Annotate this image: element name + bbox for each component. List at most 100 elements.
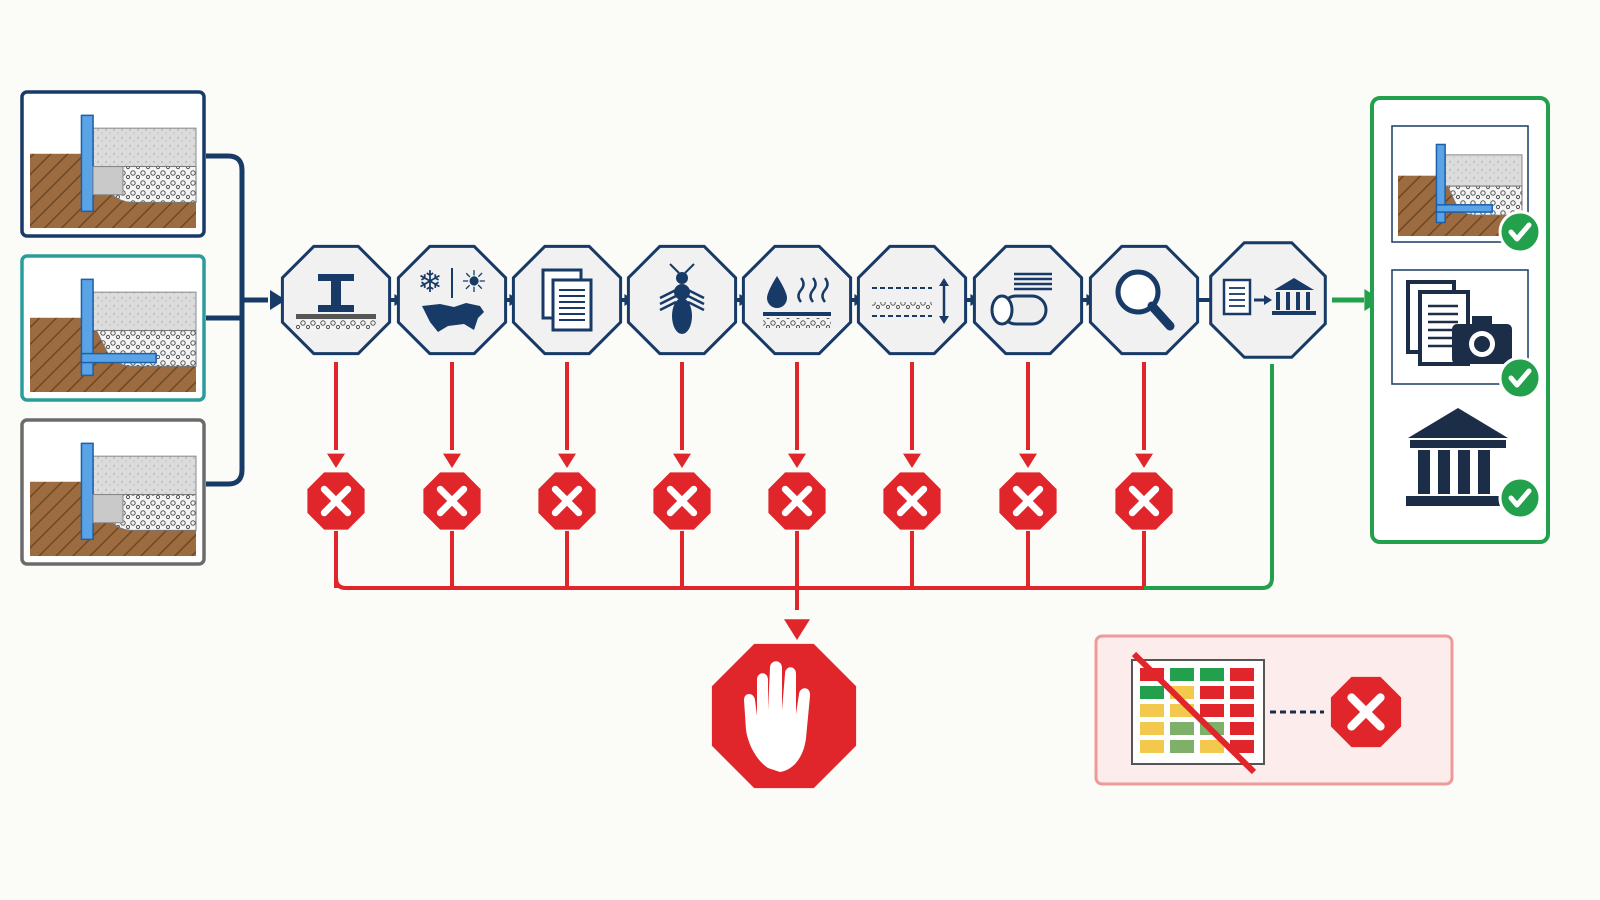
reject-x-icon xyxy=(883,472,941,530)
matrix-cell xyxy=(1200,704,1224,717)
leg xyxy=(659,300,677,312)
map-shape xyxy=(422,303,484,332)
slab xyxy=(92,127,197,168)
dim-arrow xyxy=(939,316,949,324)
abdomen xyxy=(672,298,692,334)
leg xyxy=(687,294,705,306)
building-column xyxy=(1418,450,1430,494)
approval-panel xyxy=(1370,96,1550,544)
rejected-matrix-panel xyxy=(1094,634,1454,786)
approval-bypass-line xyxy=(1144,364,1274,590)
footing xyxy=(92,494,124,524)
leg xyxy=(659,294,677,306)
x-stroke xyxy=(1012,485,1044,517)
reject-drop-arrow xyxy=(903,453,921,468)
column xyxy=(1276,292,1280,310)
checkpoint-octagon xyxy=(856,244,968,356)
authority-building-icon xyxy=(1406,408,1542,520)
sun-glyph: ☀ xyxy=(461,265,488,300)
matrix-cell xyxy=(1230,740,1254,753)
reject-x-icon xyxy=(999,472,1057,530)
reject-x-icon xyxy=(307,472,365,530)
stop-feed-arrow xyxy=(784,619,810,640)
vertical-insulation xyxy=(80,278,94,377)
camera-lens xyxy=(1474,336,1490,352)
documents-and-photo-icon xyxy=(1391,269,1542,400)
reject-drop-arrow xyxy=(673,453,691,468)
reject-x-icon xyxy=(538,472,596,530)
checkpoint-2: ❄☀ xyxy=(396,244,508,356)
risk-matrix-grid xyxy=(1131,659,1265,765)
camera-top xyxy=(1472,316,1492,326)
column xyxy=(1306,292,1310,310)
slab xyxy=(92,291,197,332)
submit-arrowhead xyxy=(1264,295,1272,305)
vertical-insulation xyxy=(80,114,94,213)
building-column xyxy=(1478,450,1490,494)
x-stroke xyxy=(896,485,928,517)
layer xyxy=(872,302,932,310)
check-stroke xyxy=(1508,488,1532,508)
stop-hand-icon xyxy=(711,643,857,789)
reject-x-icon xyxy=(653,472,711,530)
approved-check-icon xyxy=(1498,210,1542,254)
matrix-cell xyxy=(1170,668,1194,681)
reject-drop-arrow xyxy=(788,453,806,468)
reject-x-icon xyxy=(768,472,826,530)
leg xyxy=(687,288,705,300)
membrane xyxy=(763,312,831,316)
termite-icon xyxy=(659,263,705,334)
matrix-cell xyxy=(1170,740,1194,753)
matrix-cell xyxy=(1140,704,1164,717)
checkpoint-6 xyxy=(856,244,968,356)
building-lintel xyxy=(1410,440,1506,448)
x-stroke xyxy=(1347,693,1385,731)
building-roof xyxy=(1408,408,1508,438)
vertical-insulation xyxy=(80,442,94,541)
submit-to-authority-icon xyxy=(1222,278,1316,316)
check-stroke xyxy=(1508,368,1532,388)
building-base xyxy=(1406,496,1510,506)
approved-detail-icon xyxy=(1391,125,1542,254)
dim-arrow xyxy=(939,278,949,286)
vapor-wave xyxy=(821,277,829,303)
snowflake-glyph: ❄ xyxy=(417,265,442,300)
base xyxy=(1272,311,1316,315)
substrate xyxy=(763,318,831,328)
column xyxy=(1286,292,1290,310)
reject-collector-bus xyxy=(334,577,1144,590)
input-panels xyxy=(20,90,206,566)
matrix-cell xyxy=(1140,722,1164,735)
reject-drop-arrow xyxy=(558,453,576,468)
x-stroke xyxy=(666,485,698,517)
x-stroke xyxy=(1128,485,1160,517)
building-column xyxy=(1458,450,1470,494)
thorax xyxy=(674,284,690,300)
foundation-detail-a xyxy=(20,90,206,238)
checkpoint-7 xyxy=(972,244,1084,356)
foundation-detail-c xyxy=(20,418,206,566)
reject-x-icon xyxy=(423,472,481,530)
matrix-cell xyxy=(1200,686,1224,699)
moisture-vapor-icon xyxy=(763,276,831,328)
input-feed-arrow xyxy=(270,290,286,310)
approved-check-icon xyxy=(1498,476,1542,520)
reject-x-icon xyxy=(1115,472,1173,530)
stop-sign xyxy=(711,643,857,789)
head xyxy=(676,272,688,284)
stop-hand xyxy=(744,661,811,772)
connector-lines xyxy=(206,153,1382,640)
footing xyxy=(92,166,124,196)
checkpoint-5 xyxy=(741,244,853,356)
column xyxy=(1296,292,1300,310)
x-stroke xyxy=(781,485,813,517)
matrix-cell xyxy=(1230,722,1254,735)
matrix-cell xyxy=(1230,668,1254,681)
matrix-reject-x-icon xyxy=(1330,676,1402,748)
ground-line xyxy=(296,314,376,319)
slab xyxy=(1444,154,1523,187)
matrix-cell xyxy=(1230,704,1254,717)
roll-end xyxy=(990,294,1014,326)
building-column xyxy=(1438,450,1450,494)
water-drop xyxy=(767,276,787,308)
